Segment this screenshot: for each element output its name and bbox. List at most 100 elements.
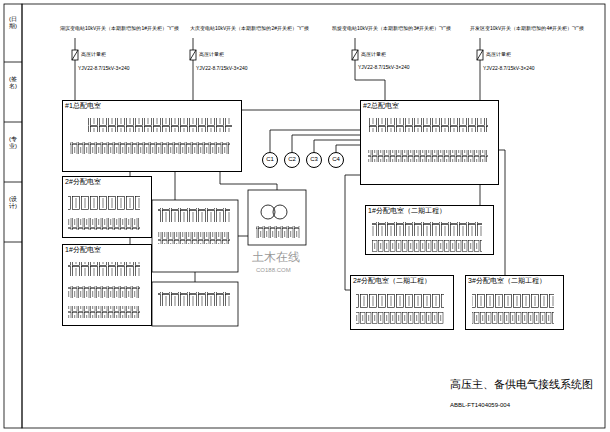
generator-circle: C3: [306, 152, 322, 168]
switchgear-row: [158, 292, 230, 306]
switch-room-box: 1#分配电室: [62, 244, 152, 326]
switch-room-box: #1总配电室: [62, 100, 242, 172]
strip-divider: [4, 242, 22, 243]
strip-divider: [4, 122, 22, 123]
switch-symbol: [190, 50, 196, 60]
device-name: 高压计量柜: [81, 51, 106, 57]
wire: [175, 172, 176, 200]
breaker-row: [68, 286, 140, 298]
device-name: 高压计量柜: [486, 51, 511, 57]
switchgear-row: [356, 294, 444, 308]
feeder-wire: [480, 60, 481, 100]
breaker-row: [70, 142, 230, 154]
source-note: 开发区变10kV开关（本期新增加的4#开关柜）“Y”接: [470, 25, 600, 31]
drawing-title: 高压主、备供电气接线系统图: [450, 378, 593, 391]
transformer-symbol: [273, 205, 287, 219]
generator-label: C2: [288, 156, 296, 163]
switch-symbol: [477, 50, 483, 60]
wire: [195, 272, 196, 282]
cable-spec: YJV22-8.7/15kV-3×240: [483, 65, 535, 71]
switch-room-box: 2#分配电室: [62, 176, 152, 238]
switch-room-box: 2#分配电室（二期工程）: [350, 275, 454, 330]
generator-label: C1: [266, 156, 274, 163]
breaker-row: [158, 232, 230, 244]
cable-spec: YJV22-8.7/15kV-3×240: [358, 64, 410, 70]
switchgear-row: [372, 222, 482, 236]
drawing-number: ABBL-FT1404059-004: [450, 402, 510, 409]
cable-connector: [336, 145, 360, 152]
switch-symbol: [477, 50, 483, 60]
room-name: 2#分配电室: [63, 177, 151, 187]
room-name: #1总配电室: [63, 101, 241, 111]
title-block-cell: (签名): [9, 76, 15, 89]
switch-symbol: [352, 50, 358, 60]
feeder-wire: [75, 60, 76, 100]
equipment-box: [152, 200, 238, 272]
cable-connector: [242, 110, 360, 111]
title-strip: [4, 4, 22, 428]
source-note: 大庆变电站10kV开关（本期新增加的2#开关柜）“Y”接: [190, 25, 328, 31]
switch-symbol: [72, 50, 78, 60]
source-note: 凯旋变电站10kV开关（本期新增加的3#开关柜）“Y”接: [332, 25, 468, 31]
cable-connector: [345, 175, 360, 290]
generator-circle: C2: [284, 152, 300, 168]
breaker-row: [368, 150, 488, 162]
switchgear-row: [68, 262, 140, 276]
switch-room-box: 3#分配电室（二期工程）: [465, 275, 564, 330]
feeder-wire: [193, 38, 194, 50]
source-note: 湖滨变电站10kV开关（本期新增加的1#开关柜）“Y”接: [60, 25, 200, 31]
feeder-wire: [75, 38, 76, 50]
feeder-wire: [193, 60, 194, 100]
switchgear-row: [68, 196, 140, 210]
room-name: #2总配电室: [361, 101, 498, 111]
switchgear-row: [368, 118, 488, 132]
breaker-row: [372, 240, 482, 252]
cable-connector: [292, 135, 360, 152]
generator-circle: C1: [262, 152, 278, 168]
title-block-cell: (设计): [9, 196, 15, 209]
generator-circle: C4: [328, 152, 344, 168]
wire: [220, 172, 277, 190]
room-name: 1#分配电室: [63, 245, 151, 255]
generator-label: C3: [310, 156, 318, 163]
breaker-row: [68, 306, 140, 318]
cable-spec: YJV22-8.7/15kV-3×240: [78, 65, 130, 71]
device-name: 高压计量柜: [199, 51, 224, 57]
switchgear-row: [158, 208, 230, 222]
switchgear-row: [472, 294, 554, 308]
switch-symbol: [72, 50, 78, 60]
breaker-row: [68, 218, 140, 230]
feeder-wire: [480, 38, 481, 50]
switch-symbol: [190, 50, 196, 60]
generator-label: C4: [332, 156, 340, 163]
cable-connector: [314, 140, 360, 152]
transformer-box: [248, 190, 306, 245]
feeder-wire: [355, 38, 356, 50]
room-name: 2#分配电室（二期工程）: [351, 276, 453, 286]
switch-room-box: #2总配电室: [360, 100, 499, 185]
title-block-cell: (专业): [9, 136, 15, 149]
wire: [238, 236, 248, 237]
cable-spec: YJV22-8.7/15kV-3×240: [196, 65, 248, 71]
breaker-row: [472, 312, 554, 324]
cable-connector: [480, 185, 481, 205]
strip-divider: [4, 62, 22, 63]
cable-connector: [499, 150, 505, 275]
cable-connector: [270, 130, 360, 152]
strip-divider: [4, 182, 22, 183]
equipment-box: [152, 282, 238, 326]
switch-symbol: [352, 50, 358, 60]
sheet-frame: [22, 4, 605, 428]
breaker-row: [256, 226, 300, 238]
switchgear-row: [88, 118, 232, 132]
device-name: 高压计量柜: [361, 51, 386, 57]
breaker-row: [356, 312, 444, 324]
room-name: 3#分配电室（二期工程）: [466, 276, 563, 286]
switch-room-box: 1#分配电室（二期工程）: [365, 205, 494, 255]
room-name: 1#分配电室（二期工程）: [366, 206, 493, 216]
watermark: 土木在线: [252, 250, 300, 264]
